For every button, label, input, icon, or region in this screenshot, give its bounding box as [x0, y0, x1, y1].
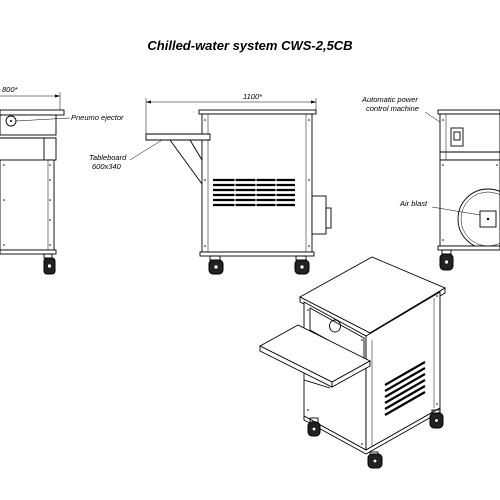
dim-width-label: 800*	[2, 85, 19, 94]
iso-pneumo-ejector-icon	[329, 319, 341, 333]
isometric-view	[259, 256, 446, 469]
power-label-line1: Automatic power	[361, 95, 418, 104]
rear-view: Automatic power control machine Air blas…	[361, 95, 500, 271]
side-view: 1100* Tableboard 600x340	[89, 92, 332, 275]
power-label-line2: control machine	[366, 104, 419, 113]
front-view: 800* Pneumo ejector	[0, 85, 124, 275]
tableboard-label-line2: 600x340	[92, 162, 122, 171]
power-control-machine	[450, 127, 464, 147]
side-louver-grille	[213, 176, 295, 209]
dim-length-label: 1100*	[243, 92, 263, 101]
air-blast-label: Air blast	[399, 199, 428, 208]
pneumo-ejector-label: Pneumo ejector	[71, 113, 124, 122]
tableboard-label-line1: Tableboard	[89, 153, 127, 162]
pneumo-ejector-icon	[5, 115, 17, 127]
iso-louver-grille	[384, 361, 426, 416]
drawing-title: Chilled-water system CWS-2,5CB	[147, 38, 352, 53]
